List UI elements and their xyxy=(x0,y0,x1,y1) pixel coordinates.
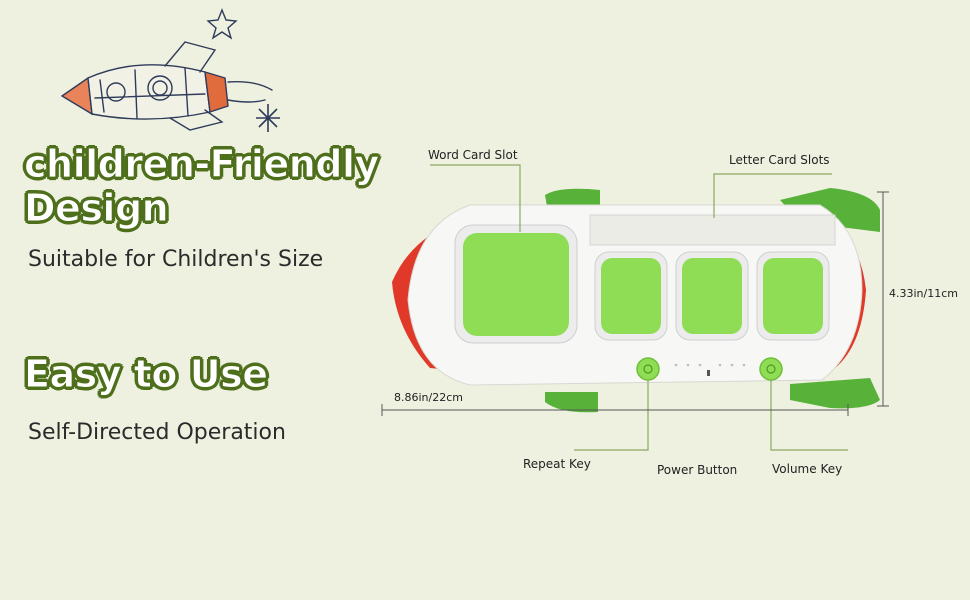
bottom-right-fin xyxy=(790,378,880,409)
leader-word-card-slot xyxy=(430,164,521,232)
label-volume-key: Volume Key xyxy=(772,462,843,476)
headline-children-friendly: children-Friendly xyxy=(24,142,380,187)
word-card-slot xyxy=(463,233,569,336)
letter-card-slot-2 xyxy=(682,258,742,334)
headline-design: Design xyxy=(23,186,169,231)
speaker-holes xyxy=(674,363,746,367)
leader-letter-card-slots xyxy=(713,173,832,218)
star-icon xyxy=(206,8,238,40)
letter-card-slot-3 xyxy=(763,258,823,334)
subtitle-self-directed: Self-Directed Operation xyxy=(28,420,286,445)
headline-easy-to-use: Easy to Use xyxy=(23,352,268,397)
leader-volume-key xyxy=(770,380,848,451)
repeat-key-button xyxy=(636,357,660,381)
power-switch xyxy=(707,370,710,376)
height-dimension-line xyxy=(877,191,889,407)
label-word-card-slot: Word Card Slot xyxy=(428,148,518,162)
label-power-button: Power Button xyxy=(657,463,738,477)
subtitle-suitable-size: Suitable for Children's Size xyxy=(28,247,324,272)
letter-card-slot-1 xyxy=(601,258,661,334)
label-height-dimension: 4.33in/11cm xyxy=(889,287,958,300)
bottom-left-fin xyxy=(545,392,598,413)
volume-key-button xyxy=(759,357,783,381)
label-letter-card-slots: Letter Card Slots xyxy=(729,153,830,167)
label-width-dimension: 8.86in/22cm xyxy=(394,391,463,404)
leader-repeat-key xyxy=(574,380,649,451)
rocket-sketch-illustration xyxy=(60,8,280,132)
width-dimension-line xyxy=(381,404,849,416)
sparkle-icon xyxy=(256,104,280,132)
label-repeat-key: Repeat Key xyxy=(523,457,591,471)
